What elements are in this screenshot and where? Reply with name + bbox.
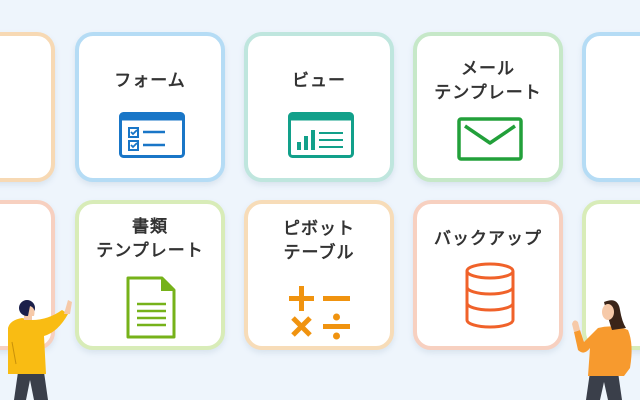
envelope-icon	[457, 117, 523, 161]
card-partial-right-top[interactable]	[582, 32, 640, 182]
card-view[interactable]: ビュー	[244, 32, 394, 182]
card-mail-template[interactable]: メール テンプレート	[413, 32, 563, 182]
card-form[interactable]: フォーム	[75, 32, 225, 182]
card-label-line2: テンプレート	[434, 83, 542, 103]
card-label-line1: ピボット	[283, 219, 355, 239]
arithmetic-icon	[289, 286, 350, 340]
chart-window-icon	[288, 112, 354, 158]
card-label-line2: テーブル	[283, 243, 355, 263]
card-partial-left-top[interactable]	[0, 32, 55, 182]
card-label: ビュー	[292, 71, 346, 91]
card-label-line2: テンプレート	[96, 241, 204, 261]
card-label: フォーム	[114, 71, 186, 91]
card-pivot-table[interactable]: ピボット テーブル	[244, 200, 394, 350]
form-icon	[119, 112, 185, 158]
document-icon	[126, 276, 176, 339]
card-label: バックアップ	[434, 229, 542, 249]
card-document-template[interactable]: 書類 テンプレート	[75, 200, 225, 350]
man-pointing-illustration	[8, 300, 72, 400]
database-icon	[465, 262, 515, 329]
woman-gesturing-illustration	[572, 300, 632, 400]
card-label-line1: 書類	[132, 217, 168, 237]
card-backup[interactable]: バックアップ	[413, 200, 563, 350]
card-label-line1: メール	[461, 59, 515, 79]
